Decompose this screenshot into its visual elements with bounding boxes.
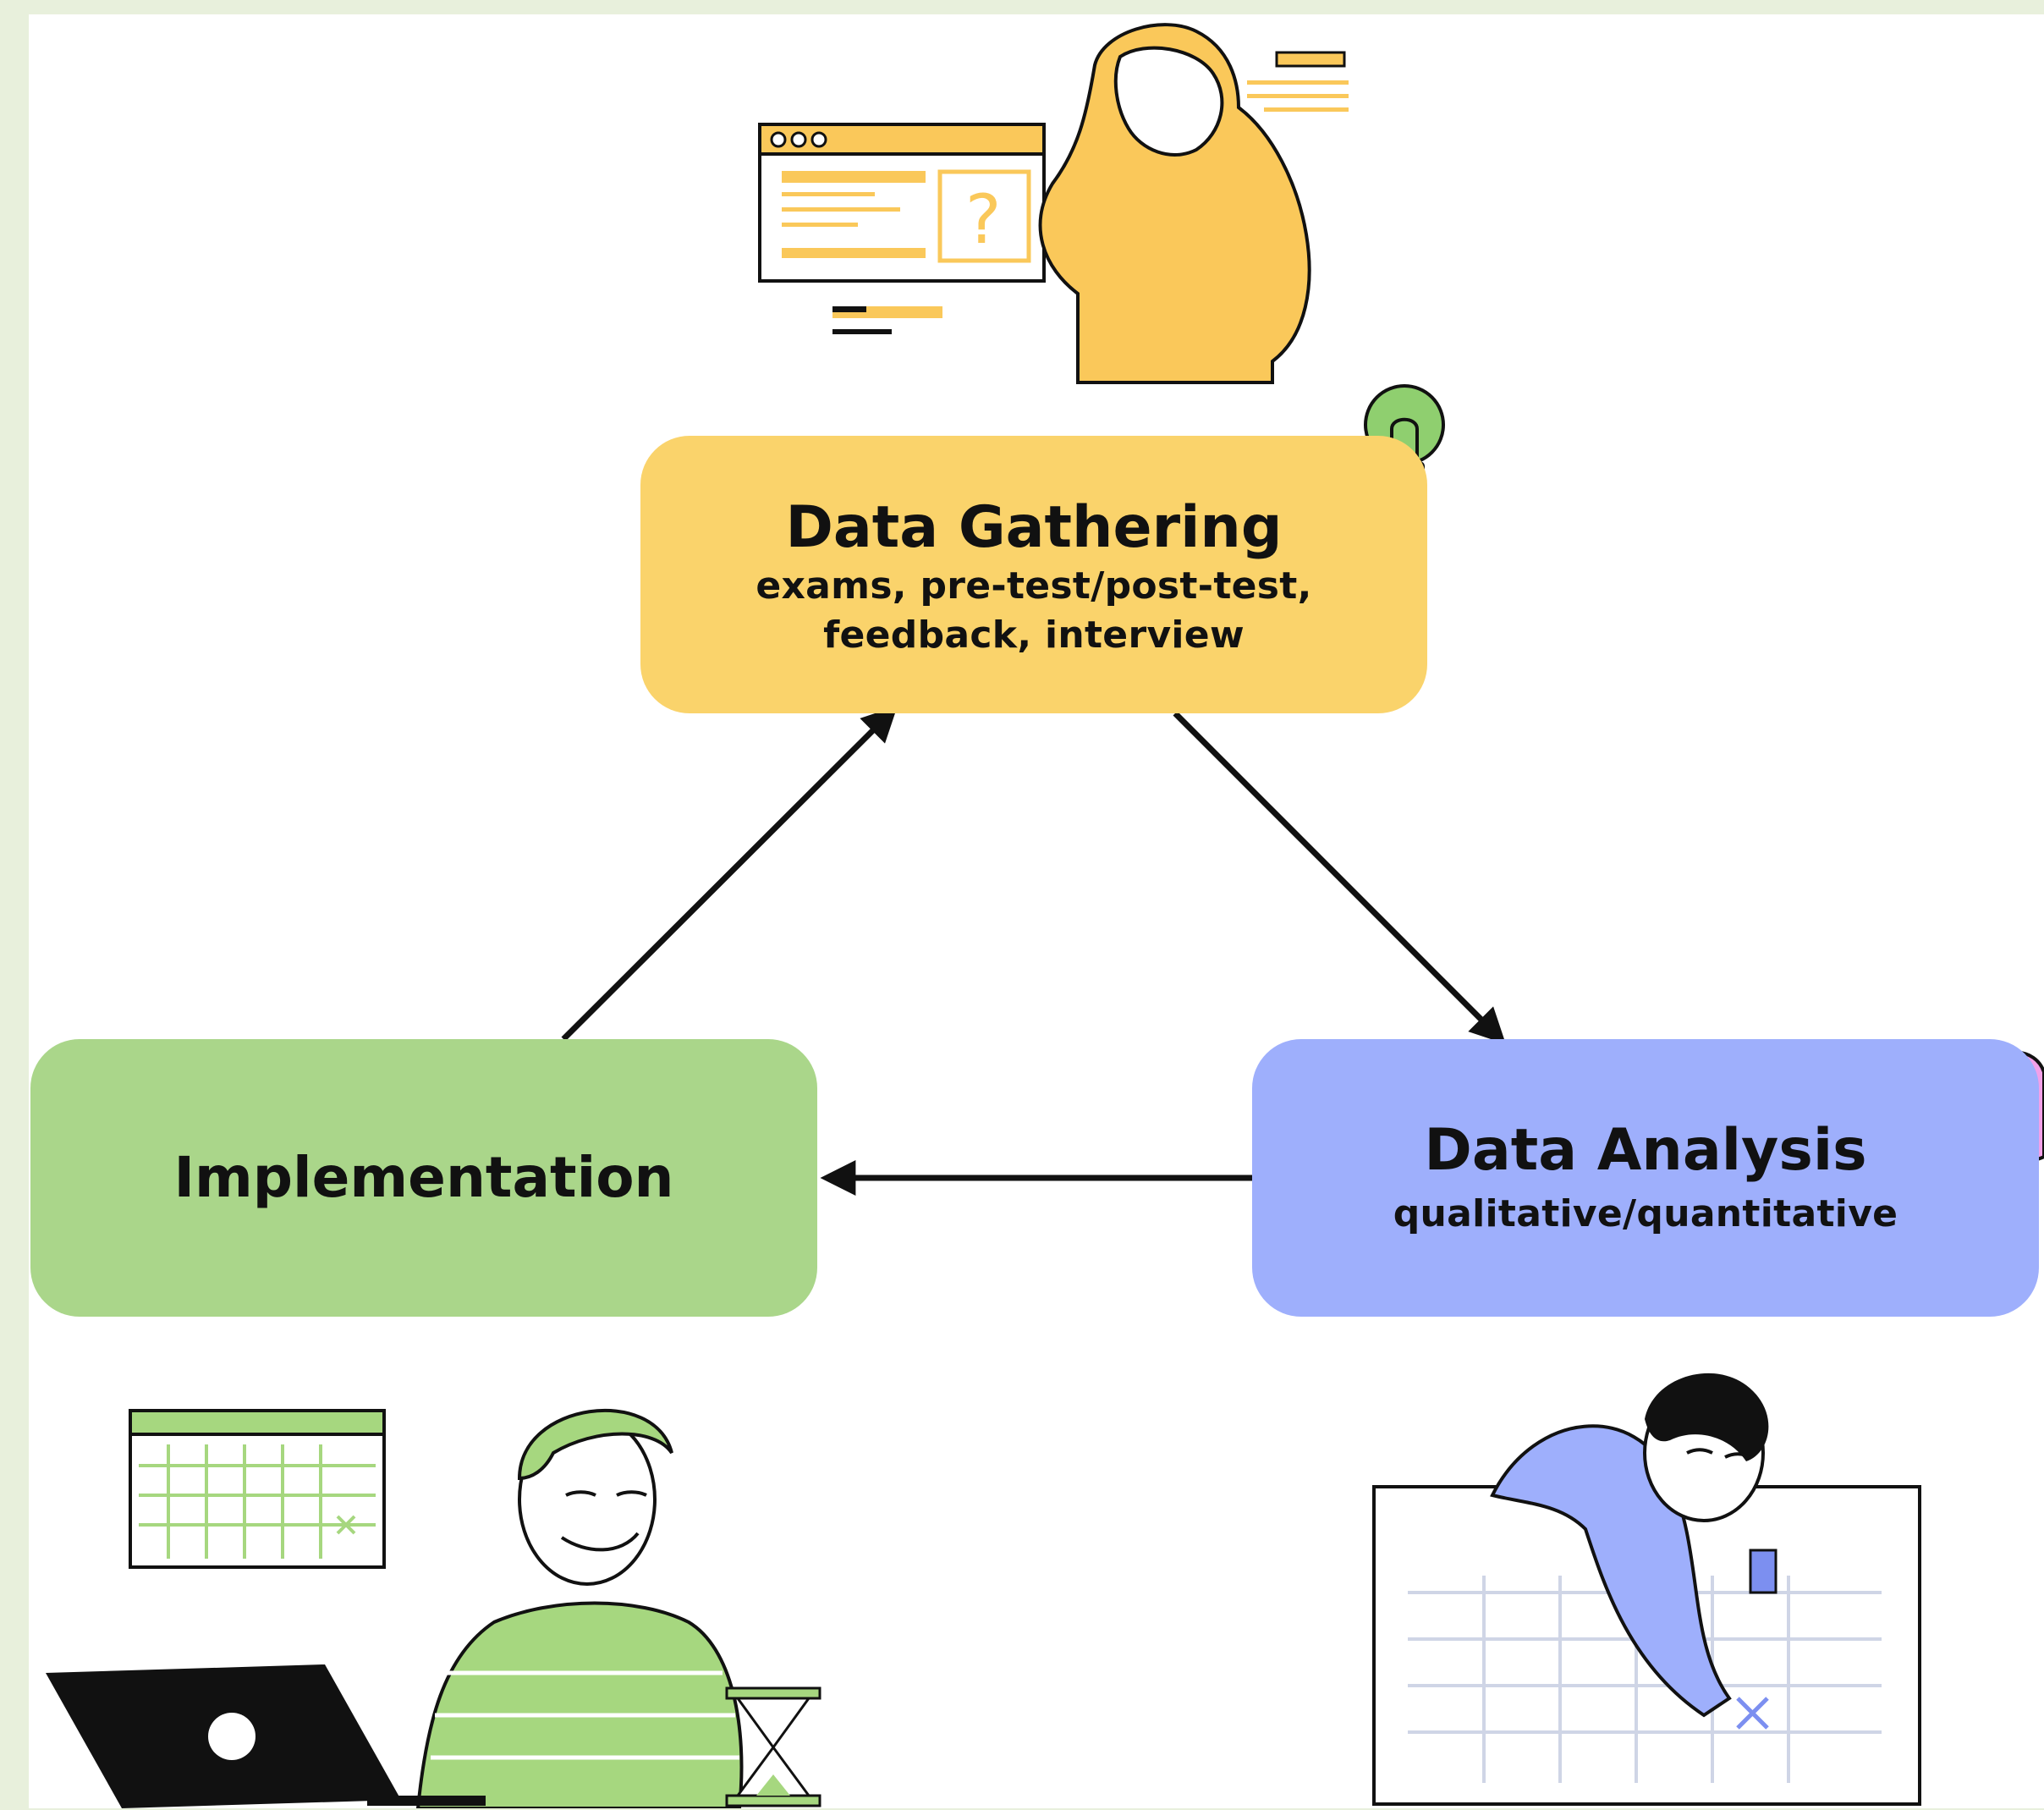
person-at-laptop-illustration xyxy=(46,1408,821,1808)
node-subtitle: qualitative/quantitative xyxy=(1393,1192,1898,1236)
node-title: Data Analysis xyxy=(1424,1116,1867,1184)
question-mark-text: ? xyxy=(965,180,1001,259)
node-data-analysis: Data Analysis qualitative/quantitative xyxy=(1252,1039,2039,1317)
node-subtitle: exams, pre-test/post-test, feedback, int… xyxy=(756,564,1312,657)
node-title: Implementation xyxy=(173,1145,674,1211)
thinking-person-figure xyxy=(1038,23,1311,384)
browser-window-icon: ? xyxy=(758,123,1046,283)
analysis-person-figure xyxy=(1490,1373,1778,1718)
calendar-icon xyxy=(129,1409,386,1569)
diagram-canvas: ? xyxy=(29,14,2044,1808)
cycle-arrows xyxy=(561,706,1506,1196)
person-marking-calendar-illustration xyxy=(1372,1373,1921,1806)
arrow-implementation-to-gathering xyxy=(561,706,898,1042)
laptop-person-figure xyxy=(415,1408,744,1808)
node-title: Data Gathering xyxy=(785,493,1283,561)
arrow-gathering-to-analysis xyxy=(1173,711,1506,1044)
node-data-gathering: Data Gathering exams, pre-test/post-test… xyxy=(640,436,1427,713)
node-implementation: Implementation xyxy=(30,1039,817,1317)
thinking-person-illustration: ? xyxy=(758,23,1349,384)
laptop-icon xyxy=(46,1664,486,1808)
hourglass-icon xyxy=(725,1686,821,1807)
